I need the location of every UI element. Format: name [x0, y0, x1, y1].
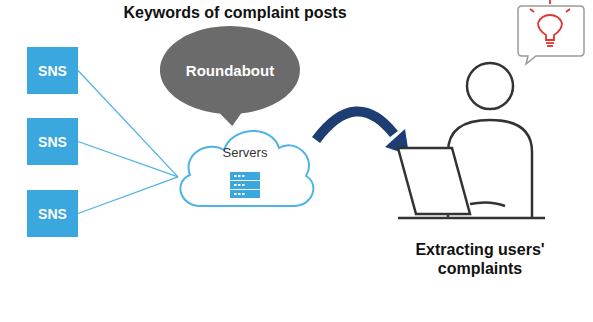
desk-line [398, 217, 545, 220]
bulb-ray [566, 9, 570, 12]
diagram-title: Keywords of complaint posts [100, 4, 370, 22]
server-light [238, 193, 241, 195]
bulb-base [547, 45, 553, 47]
keyword-bubble: Roundabout [160, 26, 300, 126]
server-icon [230, 172, 260, 198]
flow-arrow [316, 111, 394, 140]
lightbulb-icon [530, 0, 570, 46]
person-arm [470, 202, 505, 206]
bulb-glass [538, 15, 562, 40]
server-unit [230, 172, 260, 180]
server-light [234, 175, 237, 177]
bulb-ray [530, 9, 534, 12]
server-light [242, 175, 245, 177]
server-light [242, 193, 245, 195]
sns-box: SNS [27, 118, 78, 165]
cloud-outline [180, 131, 313, 206]
bulb-base [546, 42, 554, 44]
server-light [238, 175, 241, 177]
server-light [234, 184, 237, 186]
node-text: SNS [38, 63, 67, 79]
network-link [78, 142, 178, 177]
server-cloud: Servers [170, 118, 320, 213]
node-text: Servers [170, 145, 320, 160]
person-head [467, 63, 513, 109]
bulb-ray [549, 0, 551, 4]
server-unit [230, 181, 260, 189]
server-light [234, 193, 237, 195]
sns-box: SNS [27, 47, 78, 94]
server-unit [230, 190, 260, 198]
caption-label: Extracting users' complaints [392, 240, 568, 278]
network-link [78, 71, 178, 177]
cloud-shape [170, 118, 320, 213]
node-text: SNS [38, 206, 67, 222]
bubble-outline [160, 26, 300, 126]
server-light [238, 184, 241, 186]
node-text: SNS [38, 134, 67, 150]
laptop-screen [398, 148, 470, 214]
node-text: Roundabout [160, 62, 300, 79]
server-light [242, 184, 245, 186]
idea-bubble [518, 6, 584, 64]
network-link [78, 177, 178, 214]
sns-box: SNS [27, 190, 78, 237]
